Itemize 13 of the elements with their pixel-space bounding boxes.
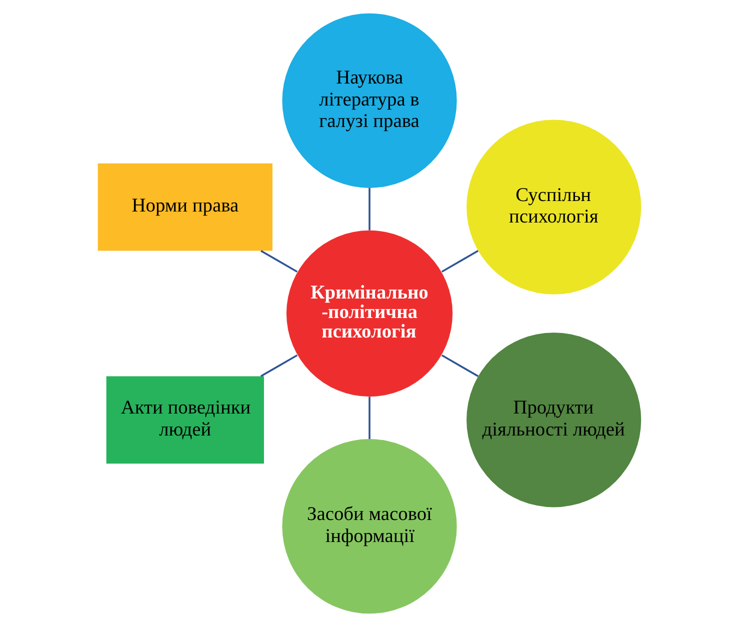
connector xyxy=(441,250,479,273)
connector xyxy=(441,354,479,377)
node-box: Норми права xyxy=(98,163,272,251)
connector xyxy=(260,250,298,273)
node-circle: Суспільн психологія xyxy=(466,120,642,294)
node-circle: Продукти діяльності людей xyxy=(466,332,642,508)
node-circle: Кримінально -політична психологія xyxy=(286,230,453,397)
node-box: Акти поведінки людей xyxy=(106,376,264,464)
node-circle: Наукова література в галузі права xyxy=(282,13,457,188)
connector xyxy=(260,354,298,377)
connector xyxy=(368,396,370,439)
node-circle: Засоби масової інформації xyxy=(282,439,457,614)
connector xyxy=(368,188,370,230)
